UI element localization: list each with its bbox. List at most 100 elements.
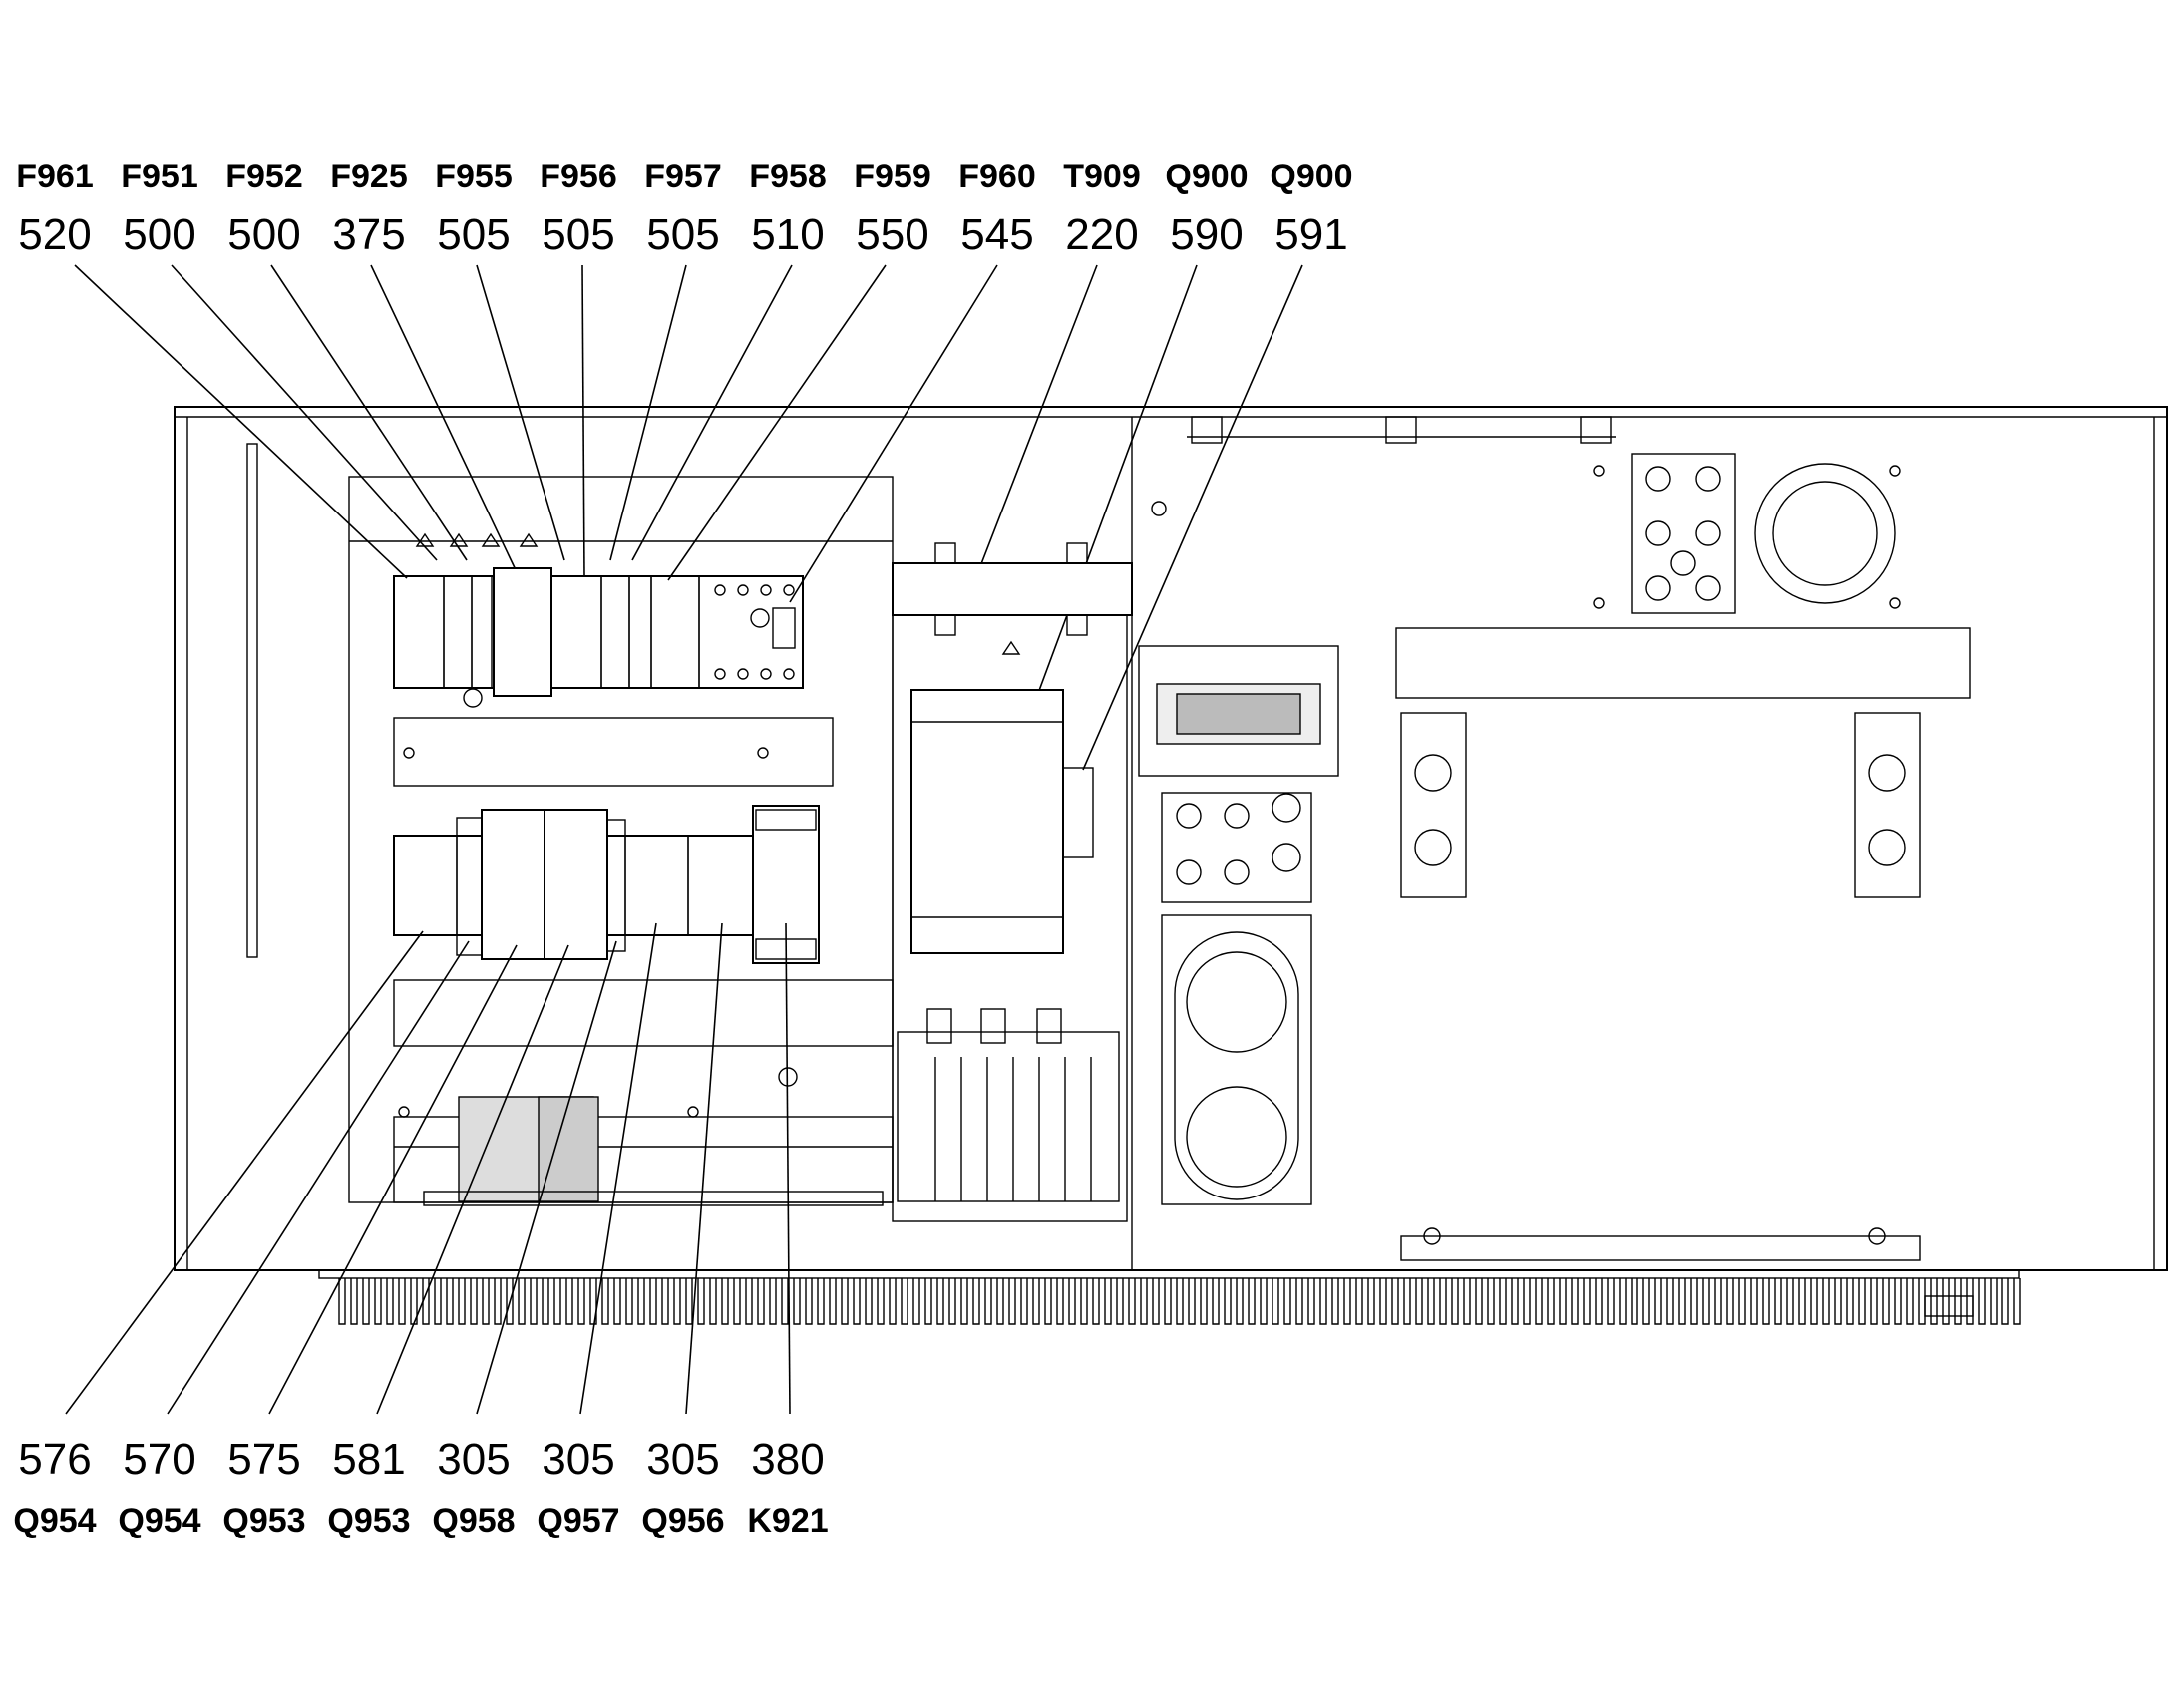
terminal-screw: [737, 584, 749, 596]
terminal-screw: [760, 668, 772, 680]
terminal-screw: [737, 668, 749, 680]
part-number-top-12: 591: [1274, 210, 1347, 259]
bracket: [934, 614, 956, 636]
relay-cap: [926, 1008, 952, 1044]
heatsink: [318, 1269, 2021, 1325]
leader-line-top-0: [74, 264, 408, 579]
leader-line-top-2: [270, 264, 468, 561]
gland-hole: [1645, 520, 1671, 546]
leader-line-bottom-1: [167, 940, 470, 1415]
leader-line-top-4: [476, 264, 565, 561]
gland-hole: [1272, 843, 1301, 872]
ref-label-top-9: F960: [958, 158, 1036, 195]
warning-triangle-icons: [415, 532, 539, 547]
part-number-top-10: 220: [1065, 210, 1138, 259]
breaker-q954: [393, 835, 458, 936]
ref-label-bottom-3: Q953: [327, 1502, 410, 1539]
fuse-holder-f925: [493, 567, 552, 697]
bottom-callouts: 576 570 575 581 305 305 305 380 Q954 Q95…: [13, 1435, 828, 1539]
breaker-toggle: [772, 607, 796, 649]
gland-hole: [1695, 575, 1721, 601]
part-number-bottom-4: 305: [437, 1435, 510, 1484]
breaker-q958: [624, 835, 689, 936]
rail-bolt: [1423, 1227, 1441, 1245]
right-panel: [1138, 453, 1971, 1261]
leader-line-top-6: [609, 264, 687, 561]
connector-housing: [1138, 645, 1339, 777]
leader-line-top-1: [171, 264, 438, 561]
gland-hole: [1695, 520, 1721, 546]
gland-hole-large: [1754, 463, 1896, 604]
ref-label-top-1: F951: [121, 158, 198, 195]
gland-hole-large: [1186, 951, 1287, 1053]
breaker-row-bottom: [393, 805, 820, 964]
leader-line-bottom-0: [65, 930, 424, 1415]
warning-triangle-icon: [1001, 640, 1021, 655]
screw-hole: [403, 747, 415, 759]
ref-label-top-3: F925: [330, 158, 408, 195]
bracket: [1066, 614, 1088, 636]
gland-hole: [1224, 859, 1250, 885]
part-number-bottom-5: 305: [542, 1435, 614, 1484]
breaker-spacer: [606, 819, 626, 952]
screw-hole: [1889, 465, 1901, 477]
terminal-strip-area: [393, 1067, 894, 1206]
heatsink-base: [318, 1269, 2020, 1279]
screw-hole: [757, 747, 769, 759]
part-number-bottom-7: 380: [751, 1435, 824, 1484]
ref-label-top-8: F959: [854, 158, 931, 195]
breaker-knob: [750, 608, 770, 628]
ref-label-bottom-5: Q957: [537, 1502, 619, 1539]
leader-line-bottom-3: [376, 944, 569, 1415]
part-number-top-5: 505: [542, 210, 614, 259]
ref-label-top-4: F955: [435, 158, 513, 195]
ref-label-bottom-7: K921: [747, 1502, 828, 1539]
part-number-bottom-1: 570: [123, 1435, 195, 1484]
fuse-block-outline: [393, 575, 804, 689]
terminal-screw: [783, 668, 795, 680]
ref-label-bottom-0: Q954: [13, 1502, 96, 1539]
fuse-holder-f961: [393, 575, 445, 689]
lug-bolt: [1414, 754, 1452, 792]
terminal-row: [423, 1191, 884, 1206]
transformer-t909-rail: [892, 562, 1133, 616]
leader-line-top-5: [581, 264, 585, 577]
gland-hole: [1645, 575, 1671, 601]
fuse-holder-f958: [650, 575, 700, 689]
ref-label-top-10: T909: [1063, 158, 1141, 195]
ref-label-top-5: F956: [540, 158, 617, 195]
screw-hole: [1593, 465, 1605, 477]
gland-plate-large: [1161, 914, 1312, 1205]
ref-label-top-0: F961: [16, 158, 94, 195]
leader-line-top-11: [1016, 264, 1198, 751]
bracket: [934, 542, 956, 564]
top-callouts: F961 F951 F952 F925 F955 F956 F957 F958 …: [16, 158, 1352, 259]
ref-label-top-7: F958: [749, 158, 827, 195]
gland-hole: [1695, 466, 1721, 492]
relay-module-bank: [897, 1031, 1120, 1202]
mount-screw: [463, 688, 483, 708]
gland-plate-small: [1161, 792, 1312, 903]
terminal-lug-left: [1400, 712, 1467, 898]
psu-connector: [1062, 767, 1094, 858]
part-number-top-4: 505: [437, 210, 510, 259]
gland-hole-large: [1186, 1086, 1287, 1188]
relay-cap: [1036, 1008, 1062, 1044]
leader-line-bottom-4: [476, 940, 617, 1415]
rail-bolt: [1868, 1227, 1886, 1245]
power-supply-q900: [910, 689, 1064, 954]
fuse-row-top: [393, 532, 804, 708]
fuse-holder-f955: [550, 575, 602, 689]
terminal-screw: [714, 584, 726, 596]
part-number-top-11: 590: [1170, 210, 1243, 259]
leader-line-top-10: [976, 264, 1098, 575]
leader-line-bottom-7: [785, 922, 791, 1415]
breaker-q957: [687, 835, 754, 936]
part-number-bottom-3: 581: [332, 1435, 405, 1484]
leader-line-bottom-6: [685, 922, 723, 1415]
leader-line-top-8: [667, 264, 887, 581]
ref-label-bottom-2: Q953: [222, 1502, 305, 1539]
part-number-top-7: 510: [751, 210, 824, 259]
breaker-q953-b: [544, 809, 608, 960]
